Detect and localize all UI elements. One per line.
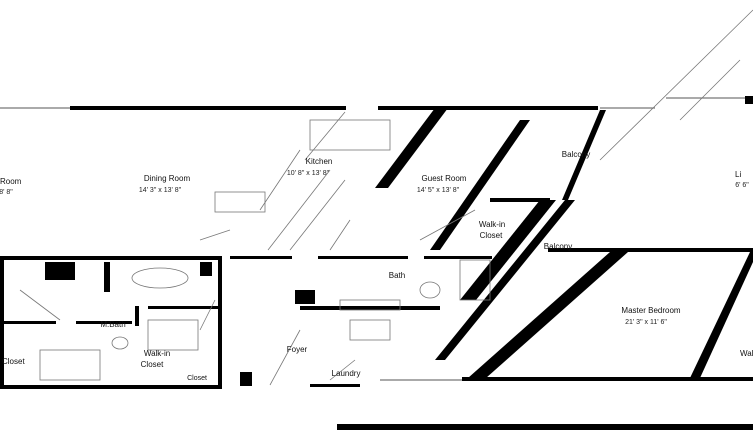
dining-room-dims: 14' 3" x 13' 8": [138, 187, 182, 194]
living-left-dims: 8' 8": [0, 189, 13, 196]
living-left-label: Room: [0, 177, 22, 186]
kitchen-label: Kitchen: [305, 157, 333, 166]
walk-in-master-label-2: Closet: [140, 360, 164, 369]
bath-label: Bath: [388, 271, 406, 280]
walk-in-master-label: Walk-in: [143, 349, 171, 358]
diagonal-walls: [375, 108, 753, 378]
walls: [0, 96, 753, 430]
laundry-label: Laundry: [331, 369, 361, 378]
master-bedroom-label: Master Bedroom: [621, 306, 681, 315]
outline-thin: [0, 97, 753, 389]
living-right-label: Li: [735, 170, 742, 179]
living-right-dims: 6' 6": [735, 182, 749, 189]
m-bath-label: M.Bath: [100, 320, 126, 329]
walk-in-guest-label: Walk-in: [478, 220, 506, 229]
master-bedroom-dims: 21' 3" x 11' 6": [625, 319, 667, 326]
balcony-mid-label: Balcony: [543, 242, 573, 251]
balcony-top-label: Balcony: [561, 150, 591, 159]
guest-room-label: Guest Room: [421, 174, 467, 183]
dining-room-label: Dining Room: [143, 174, 191, 183]
kitchen-dims: 10' 8" x 13' 8": [286, 170, 330, 177]
walk-in-guest-label-2: Closet: [479, 231, 503, 240]
foyer-label: Foyer: [286, 345, 308, 354]
closet-small-label: Closet: [187, 375, 207, 382]
guest-room-dims: 14' 5" x 13' 8": [416, 187, 460, 194]
fixture-lines: [19, 9, 753, 386]
walk-in-right-label: Wal: [740, 349, 753, 358]
closet-left-label: Closet: [2, 357, 25, 366]
